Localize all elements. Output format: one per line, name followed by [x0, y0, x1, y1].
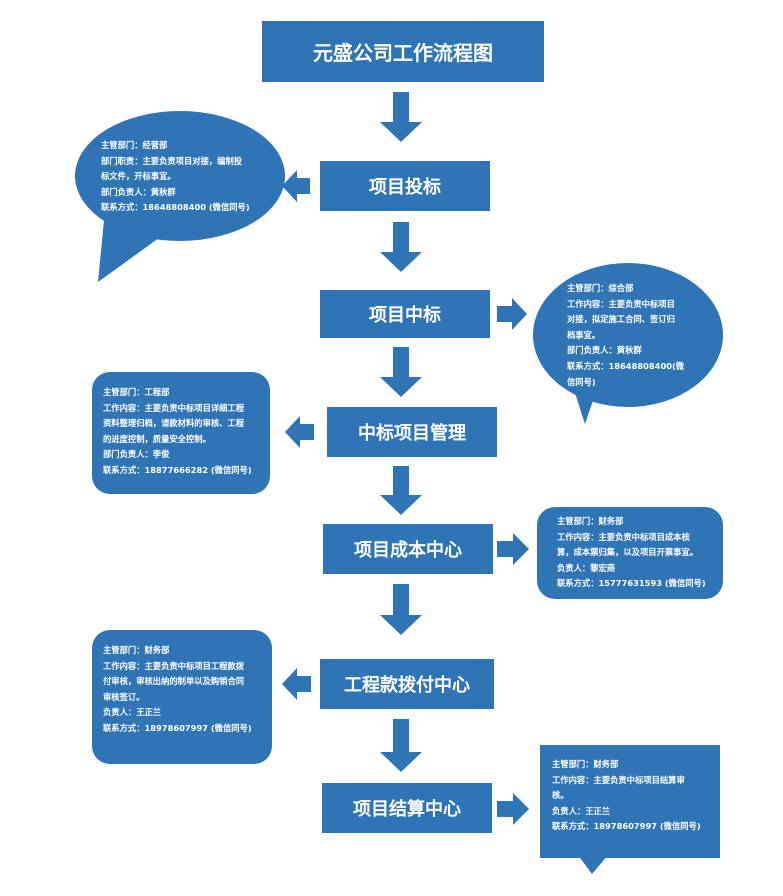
callout-text-3: 主管部门：工程部 工作内容：主要负责中标项目详细工程 资料整理归档，请款材料的审…: [103, 385, 252, 479]
callout-line: 主管部门：财务部: [557, 516, 624, 526]
callout-line: 联系方式：18648808400(微: [567, 360, 685, 371]
callout-text-6: 主管部门：财务部 工作内容：主要负责中标项目结算审 核。 负责人：王正兰 联系方…: [552, 757, 701, 835]
step-project-bidding: 项目投标: [320, 161, 490, 211]
callout-line: 工作内容：主要负责中标项目成本核: [557, 531, 690, 542]
callout-line: 主管部门：综合部: [567, 283, 634, 293]
callout-line: 审核签订。: [103, 691, 145, 702]
right-arrow-2: [497, 298, 527, 330]
callout-text-1: 主管部门：经营部 部门职责：主要负责项目对接，编制投 标文件，开标事宜。 部门负…: [101, 138, 250, 216]
callout-line: 资料整理归档，请款材料的审核、工程: [103, 418, 245, 429]
callout-line: 联系方式：18978607997 (微信同号): [552, 821, 701, 832]
callout-line: 对接，拟定施工合同、签订归: [567, 314, 675, 325]
step-project-cost-center: 项目成本中心: [323, 524, 493, 574]
callout-line: 部门负责人：黄秋群: [101, 186, 176, 197]
left-arrow-1: [282, 170, 310, 202]
down-arrow-4: [380, 466, 422, 515]
callout-bubble-4: [537, 507, 723, 599]
callout-line: 主管部门：财务部: [552, 759, 619, 769]
callout-line: 工作内容：主要负责中标项目工程款拨: [103, 660, 245, 671]
callout-bubble-6: [540, 745, 720, 874]
callout-line: 工作内容：主要负责中标项目结算审: [552, 774, 685, 785]
left-arrow-3: [285, 416, 314, 448]
down-arrow-2: [380, 222, 422, 272]
callout-line: 主管部门：工程部: [103, 387, 170, 397]
callout-line: 工作内容：主要负责中标项目: [567, 298, 675, 309]
callout-bubble-5: [92, 630, 272, 764]
down-arrow-6: [380, 719, 422, 772]
callout-line: 标文件，开标事宜。: [101, 171, 176, 182]
callout-bubble-1: [75, 111, 285, 282]
step-project-settlement-center: 项目结算中心: [322, 783, 492, 833]
callout-line: 部门负责人：黄秋群: [567, 345, 642, 356]
callout-line: 工作内容：主要负责中标项目详细工程: [103, 402, 245, 413]
callout-line: 的进度控制，质量安全控制。: [103, 433, 211, 444]
callout-line: 负责人：王正兰: [103, 707, 162, 718]
callout-line: 主管部门：经营部: [101, 140, 168, 150]
down-arrow-3: [380, 347, 422, 397]
callout-line: 联系方式：18978607997 (微信同号): [103, 722, 252, 733]
down-arrow-5: [380, 584, 422, 635]
callout-line: 付审核，审核出纳的制单以及购销合同: [103, 676, 245, 687]
callout-line: 联系方式：18648808400 (微信同号): [101, 202, 250, 213]
callout-line: 联系方式：18877666282 (微信同号): [103, 464, 252, 475]
callout-bubble-3: [92, 372, 270, 494]
callout-line: 核。: [552, 790, 569, 801]
callout-line: 信同号): [567, 376, 596, 387]
callout-text-4: 主管部门：财务部 工作内容：主要负责中标项目成本核 算，成本票归集，以及项目开票…: [557, 514, 706, 592]
right-arrow-6: [497, 793, 529, 825]
step-won-project-management: 中标项目管理: [327, 407, 497, 457]
callout-line: 档事宜。: [567, 329, 601, 340]
callout-text-5: 主管部门：财务部 工作内容：主要负责中标项目工程款拨 付审核，审核出纳的制单以及…: [103, 643, 252, 737]
callout-line: 负责人：王正兰: [552, 805, 611, 816]
callout-line: 算，成本票归集，以及项目开票事宜。: [557, 547, 699, 558]
callout-line: 部门职责：主要负责项目对接，编制投: [101, 155, 243, 166]
diagram-title: 元盛公司工作流程图: [262, 21, 544, 82]
step-bid-won: 项目中标: [320, 290, 490, 338]
callout-line: 联系方式：15777631593 (微信同号): [557, 578, 706, 589]
left-arrow-5: [282, 668, 311, 700]
callout-line: 负责人：黎宏燕: [557, 562, 616, 573]
callout-line: 部门负责人：李俊: [103, 449, 170, 460]
down-arrow-1: [380, 92, 422, 142]
callout-text-2: 主管部门：综合部 工作内容：主要负责中标项目 对接，拟定施工合同、签订归 档事宜…: [567, 281, 684, 390]
step-payment-disbursement-center: 工程款拨付中心: [320, 659, 494, 709]
callout-line: 主管部门：财务部: [103, 645, 170, 655]
callout-bubble-2: [533, 263, 723, 424]
right-arrow-4: [497, 533, 529, 565]
